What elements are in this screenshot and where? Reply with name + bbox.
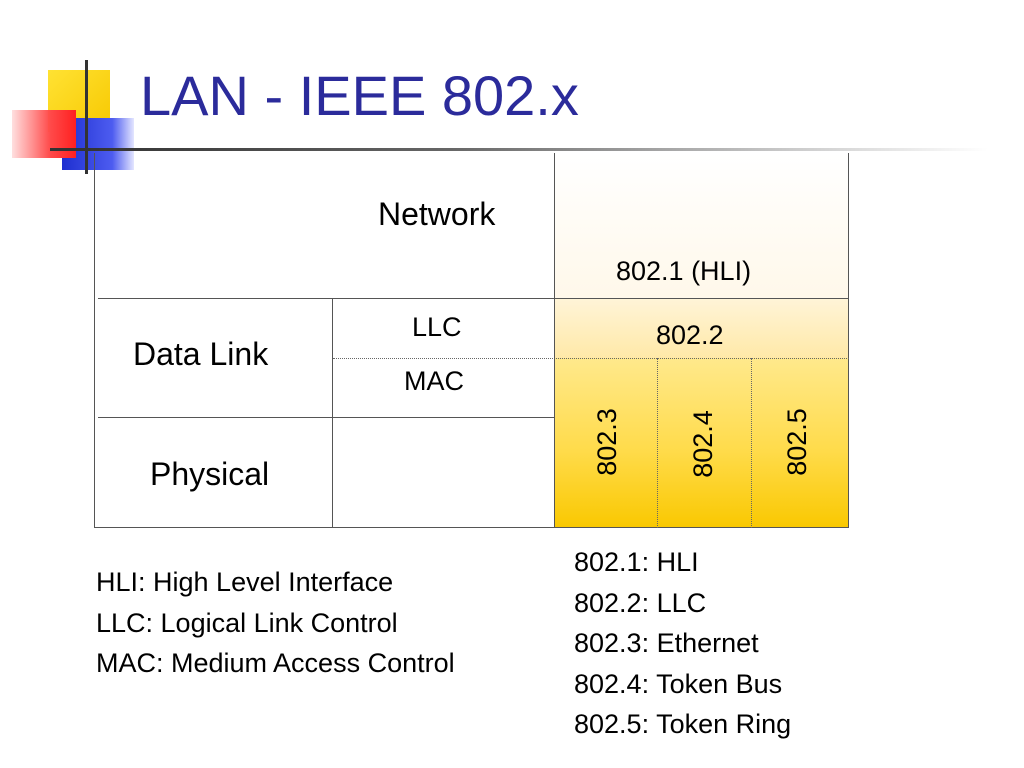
sublayer-mac: MAC <box>404 366 464 396</box>
legend-standards: 802.1: HLI 802.2: LLC 802.3: Ethernet 80… <box>574 542 791 745</box>
standard-802-4: 802.4 <box>688 410 718 478</box>
legend-item: 802.2: LLC <box>574 587 707 618</box>
hli-region <box>555 153 849 298</box>
frame-left <box>94 153 95 528</box>
mac-physical-region <box>555 358 849 528</box>
standard-802-3: 802.3 <box>592 408 622 476</box>
separator-network <box>98 298 849 299</box>
legend-item: MAC: Medium Access Control <box>96 648 455 678</box>
title-rule <box>88 148 988 151</box>
logo-vertical-line <box>85 60 88 174</box>
llc-region <box>555 298 849 358</box>
legend-abbreviations: HLI: High Level Interface LLC: Logical L… <box>96 562 455 684</box>
separator-8023-8024 <box>657 358 658 528</box>
standard-802-5: 802.5 <box>782 408 812 476</box>
legend-item: 802.3: Ethernet <box>574 628 759 658</box>
layer-physical: Physical <box>150 456 270 492</box>
separator-llc-mac <box>333 358 849 359</box>
logo-horizontal-line <box>50 148 120 151</box>
separator-8024-8025 <box>751 358 752 528</box>
slide-title: LAN - IEEE 802.x <box>140 64 579 127</box>
separator-sublayers <box>332 298 333 528</box>
layer-data-link: Data Link <box>133 336 269 372</box>
sublayer-llc: LLC <box>412 312 462 342</box>
separator-standards <box>554 153 555 528</box>
legend-item: 802.4: Token Bus <box>574 668 783 699</box>
layer-network: Network <box>378 196 496 232</box>
separator-datalink <box>98 417 555 418</box>
standard-802-2: 802.2 <box>656 320 724 350</box>
legend-item: 802.5: Token Ring <box>574 709 792 739</box>
legend-item: HLI: High Level Interface <box>96 567 394 597</box>
frame-right <box>848 153 849 528</box>
frame-bottom <box>94 527 849 528</box>
legend-item: LLC: Logical Link Control <box>96 607 398 638</box>
legend-item: 802.1: HLI <box>574 547 699 577</box>
standard-802-1: 802.1 (HLI) <box>616 256 752 286</box>
